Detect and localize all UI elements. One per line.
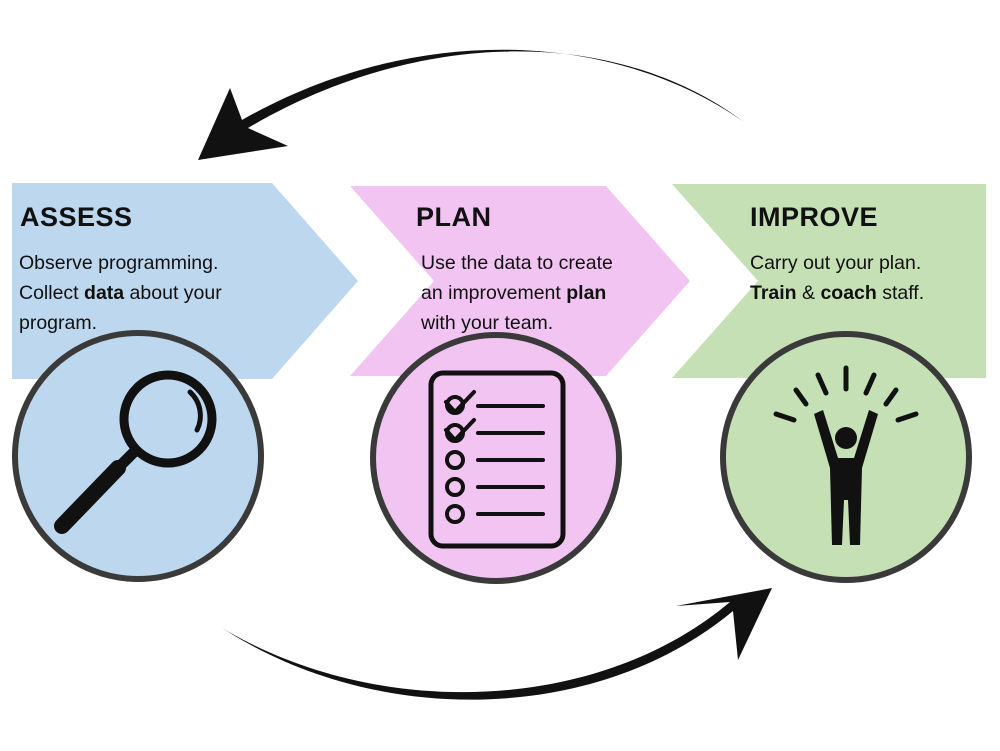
improve-description: Carry out your plan. Train & coach staff. (750, 248, 924, 308)
text-segment: staff. (876, 282, 925, 304)
description-line: Train & coach staff. (750, 278, 924, 308)
text-segment: with your team. (421, 312, 554, 334)
improve-chevron (672, 184, 986, 378)
magnifying-glass-icon (54, 370, 217, 534)
description-line: an improvement plan (421, 278, 613, 308)
plan-title: PLAN (416, 202, 492, 232)
cycle-arrow-top-icon (198, 49, 744, 160)
text-segment: & (796, 282, 821, 304)
assess-description: Observe programming. Collect data about y… (19, 248, 222, 338)
cycle-arrow-bottom-icon (222, 588, 772, 700)
plan-chevron (350, 186, 690, 376)
text-segment: an improvement (421, 282, 567, 304)
text-segment: Carry out your plan. (750, 252, 922, 274)
description-line: Collect data about your (19, 278, 222, 308)
assess-chevron (12, 183, 358, 379)
description-line: Use the data to create (421, 248, 613, 278)
assess-title: ASSESS (20, 202, 133, 232)
description-line: Carry out your plan. (750, 248, 924, 278)
text-segment: Collect (19, 282, 85, 304)
emphasis-text: Train (750, 282, 797, 304)
emphasis-text: coach (820, 282, 877, 304)
improve-circle (720, 331, 972, 583)
celebrating-person-icon (773, 365, 919, 545)
text-segment: Use the data to create (421, 252, 613, 274)
emphasis-text: data (84, 282, 125, 304)
description-line: program. (19, 308, 222, 338)
text-segment: about your (124, 282, 222, 304)
emphasis-text: plan (566, 282, 607, 304)
text-segment: program. (19, 312, 98, 334)
text-segment: Observe programming. (19, 252, 219, 274)
description-line: Observe programming. (19, 248, 222, 278)
checklist-icon (428, 370, 566, 549)
description-line: with your team. (421, 308, 613, 338)
improve-title: IMPROVE (750, 202, 879, 232)
plan-description: Use the data to create an improvement pla… (421, 248, 613, 338)
